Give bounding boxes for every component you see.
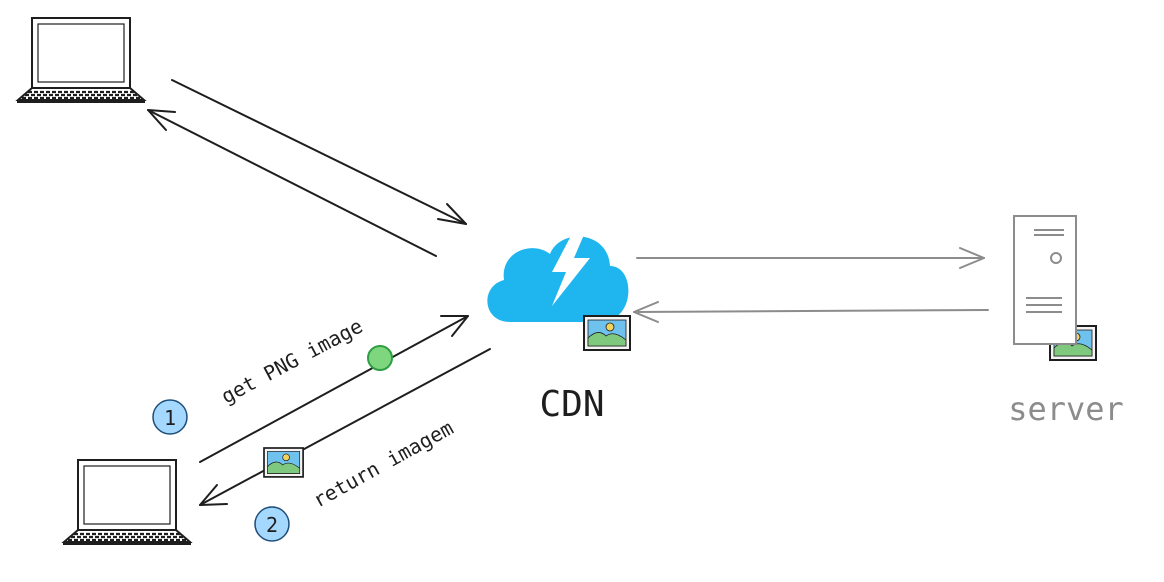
image-icon bbox=[263, 447, 304, 478]
arrow-cdn-to-top bbox=[147, 109, 437, 257]
arrow-get-png bbox=[199, 315, 469, 463]
cdn-label: CDN bbox=[539, 384, 604, 425]
arrow-cdn-to-server bbox=[636, 247, 985, 269]
step-badge-2: 2 bbox=[254, 506, 290, 542]
step-badge-2-label: 2 bbox=[266, 513, 278, 537]
image-icon bbox=[583, 315, 631, 351]
request-indicator-dot bbox=[367, 345, 393, 371]
arrow-server-to-cdn bbox=[633, 301, 989, 323]
laptop-icon bbox=[61, 458, 193, 547]
get-png-label: get PNG image bbox=[217, 314, 366, 409]
step-badge-1-label: 1 bbox=[164, 406, 176, 430]
laptop-icon bbox=[15, 16, 147, 105]
step-badge-1: 1 bbox=[152, 399, 188, 435]
arrow-top-to-cdn bbox=[171, 79, 467, 225]
server-label: server bbox=[1008, 390, 1124, 428]
cloud-lightning-icon bbox=[487, 230, 629, 322]
arrow-return-image bbox=[199, 348, 491, 506]
server-icon bbox=[1013, 215, 1077, 345]
return-image-label: return imagem bbox=[309, 415, 458, 512]
